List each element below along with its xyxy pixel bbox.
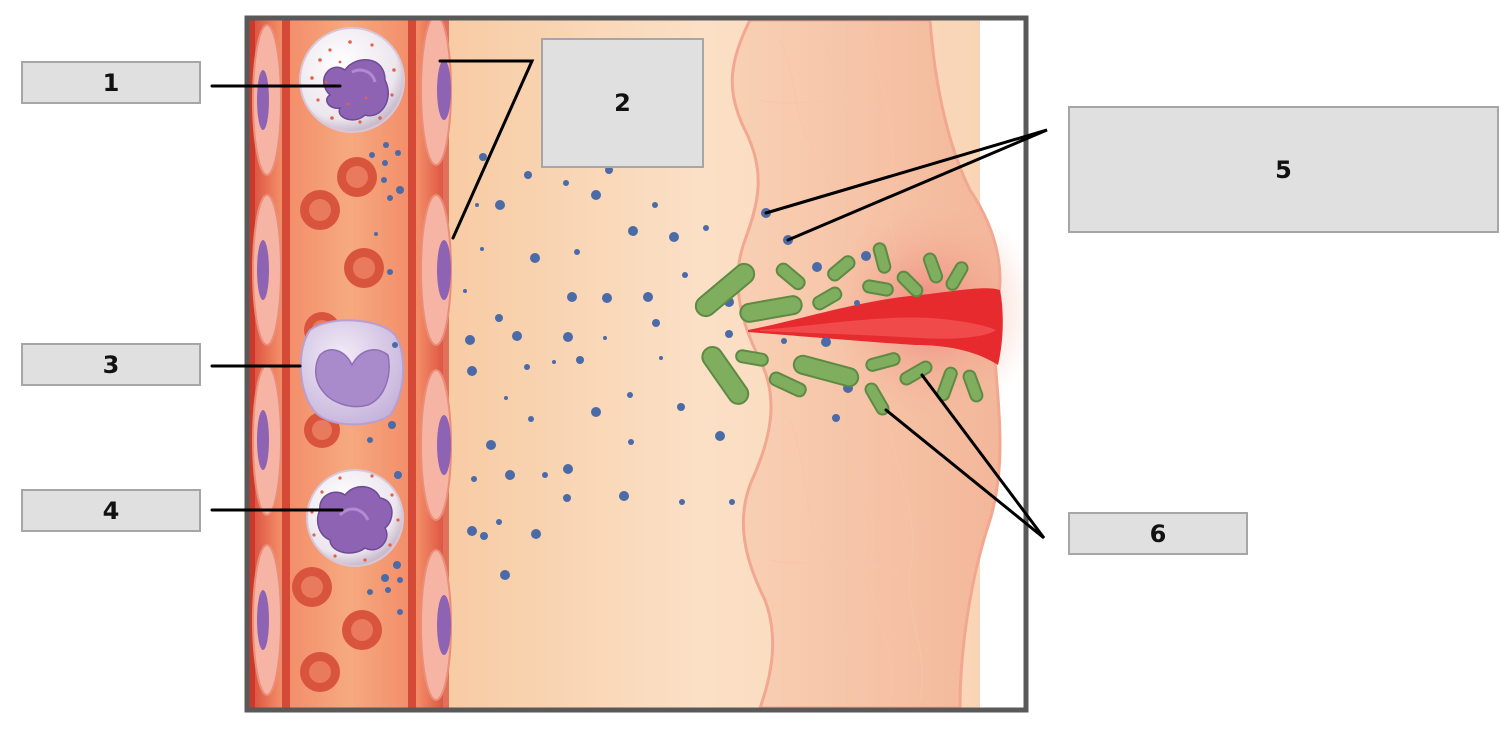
blood-vessel — [249, 20, 452, 708]
label-box-2[interactable]: 2 — [541, 38, 704, 168]
leader-lines — [210, 59, 1048, 540]
label-box-4[interactable]: 4 — [21, 489, 201, 532]
monocyte-cell — [299, 319, 405, 426]
label-box-3[interactable]: 3 — [21, 343, 201, 386]
leader-line-6 — [884, 373, 1046, 540]
granulocyte-cell-2 — [306, 469, 404, 567]
endothelial-cells-left — [252, 24, 282, 696]
leader-line-2 — [438, 59, 535, 240]
granulocyte-cell-1 — [299, 27, 405, 133]
leader-line-5 — [764, 128, 1048, 242]
endothelial-cells-right — [420, 20, 452, 701]
bacteria — [694, 242, 984, 416]
diagram-frame — [244, 15, 1029, 713]
label-box-6[interactable]: 6 — [1068, 512, 1248, 555]
label-box-5[interactable]: 5 — [1068, 106, 1499, 233]
skin-texture — [759, 29, 923, 701]
label-box-1[interactable]: 1 — [21, 61, 201, 104]
